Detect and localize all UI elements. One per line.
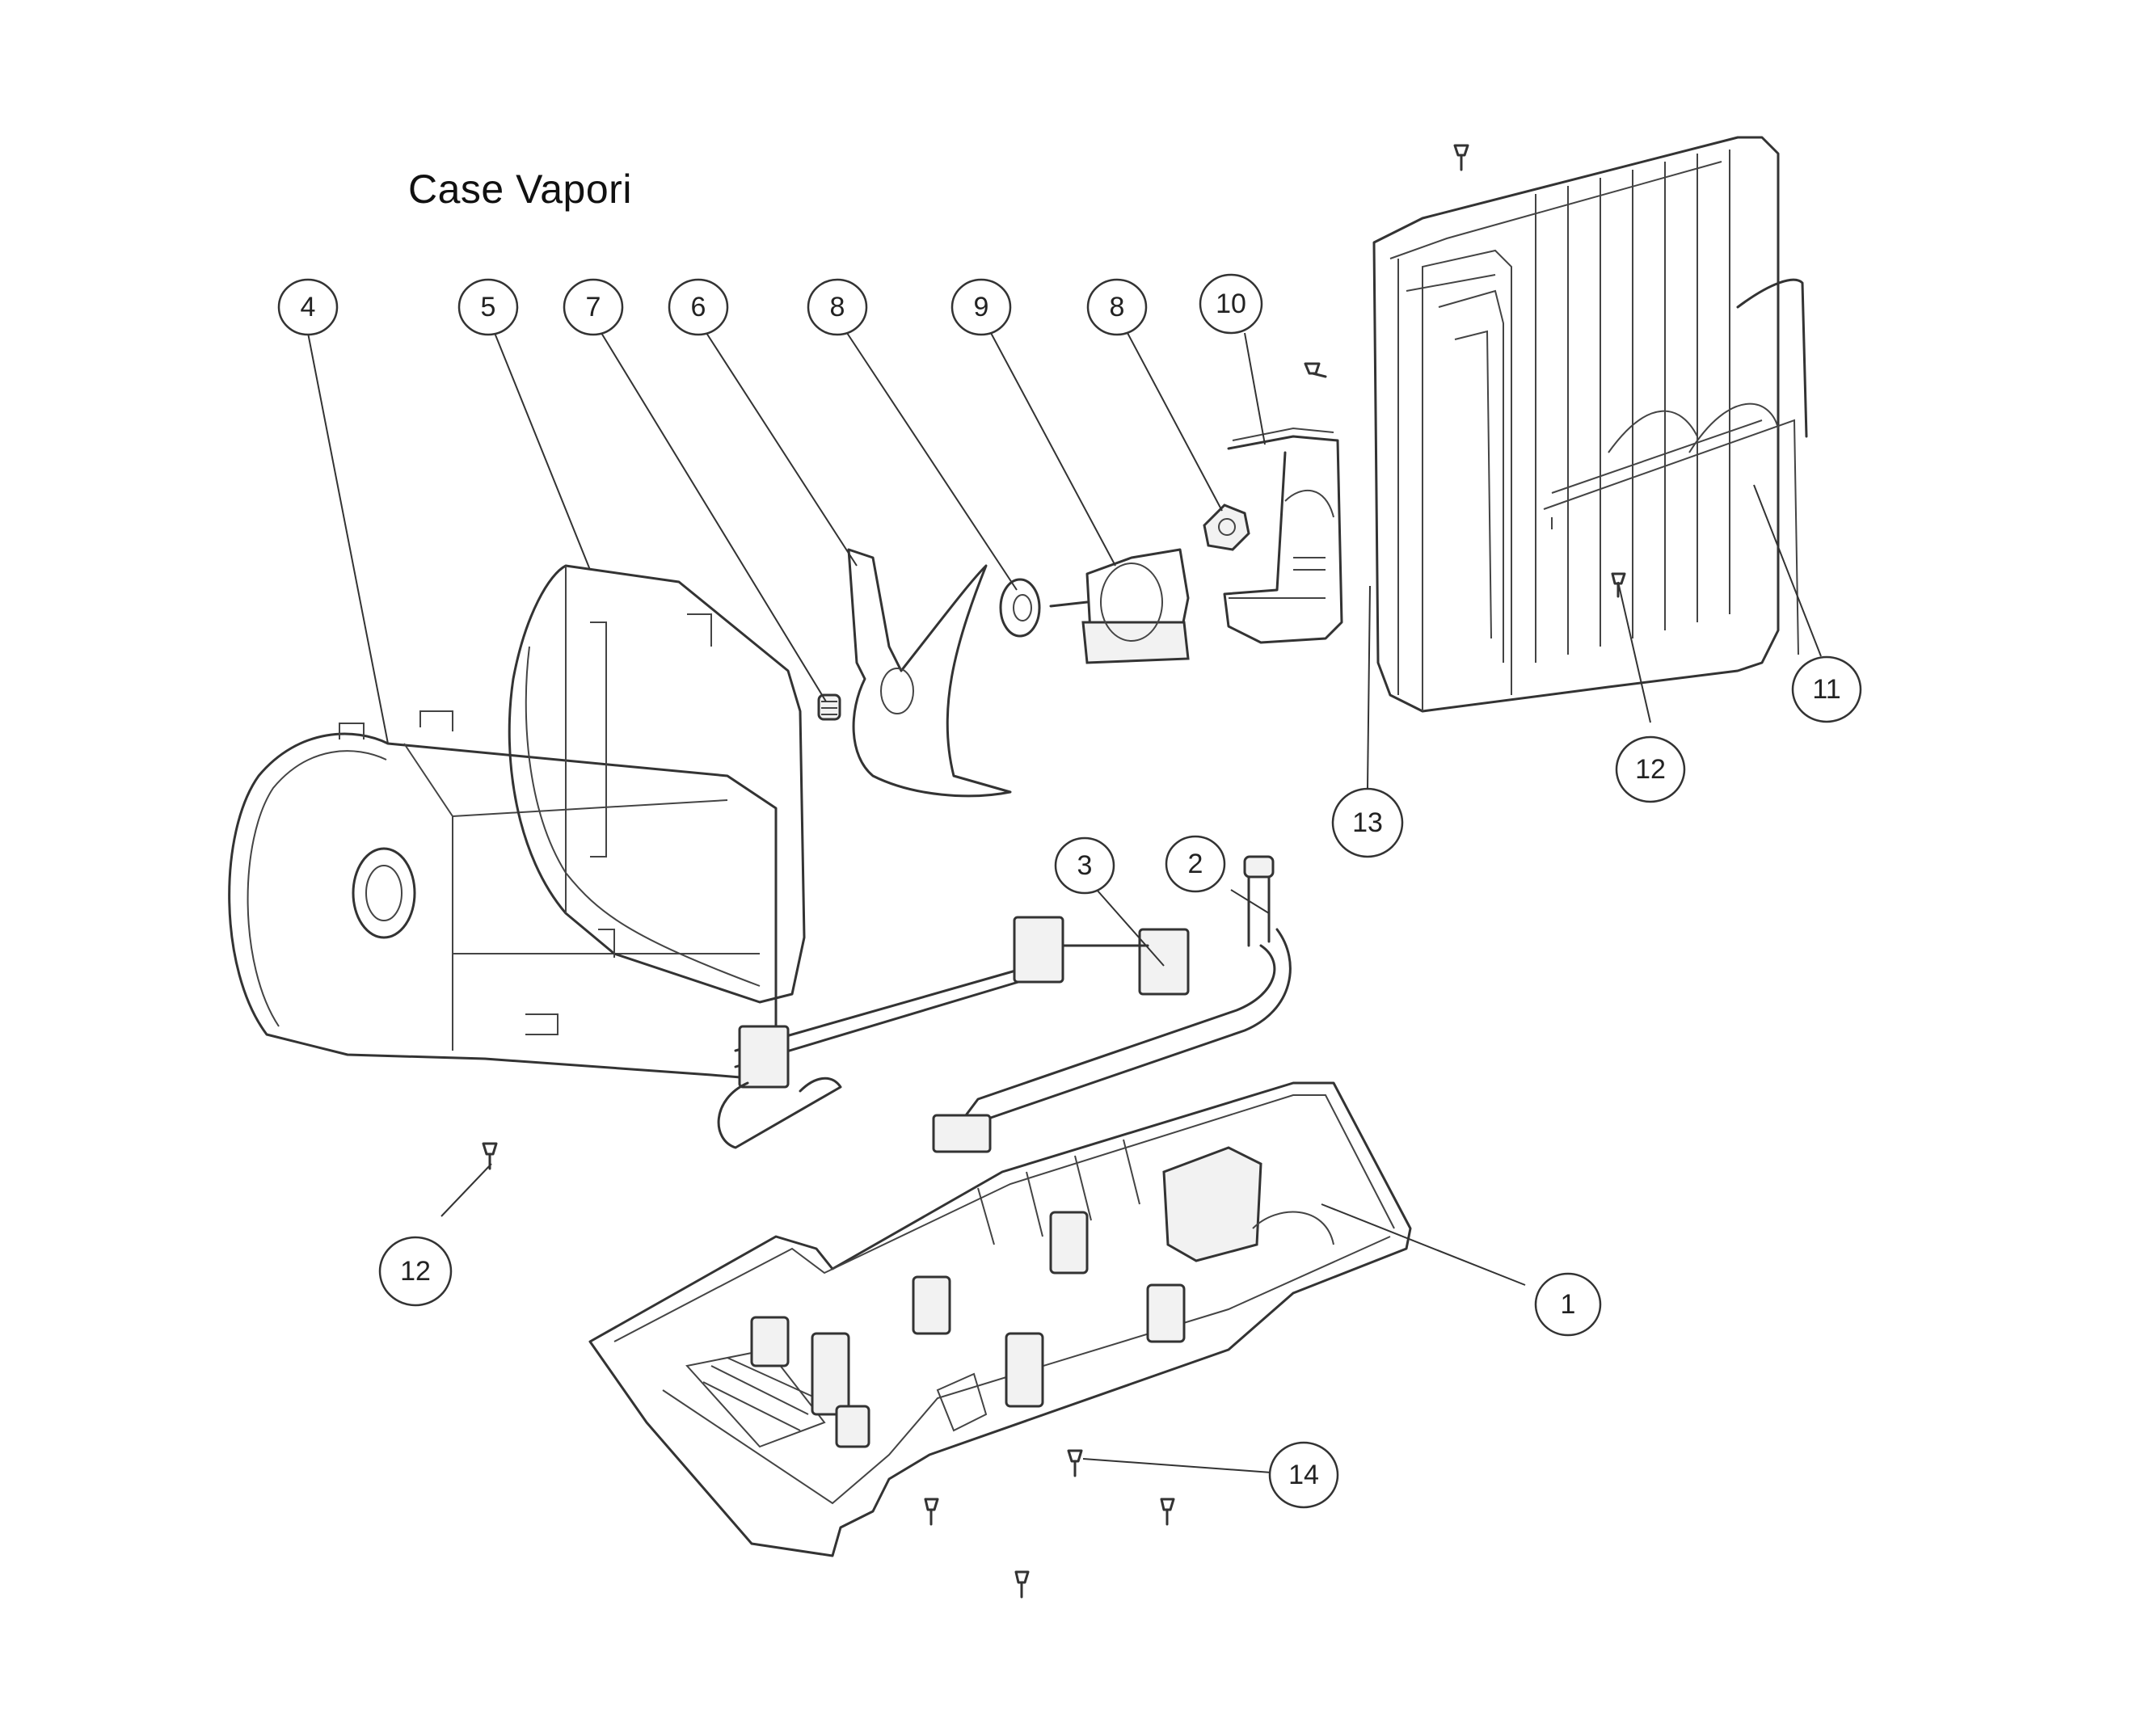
- part-motor: [1049, 548, 1190, 664]
- part-base-tray: [588, 1081, 1412, 1557]
- screw-base-2: [924, 1498, 939, 1526]
- callout-4-label: 4: [301, 292, 316, 322]
- callout-5-label: 5: [481, 292, 496, 322]
- callout-12-shroud-label: 12: [400, 1256, 431, 1287]
- callout-13-label: 13: [1352, 807, 1383, 838]
- callout-3: 3: [1054, 836, 1115, 895]
- callout-7: 7: [563, 278, 624, 336]
- part-front-shroud: [228, 710, 778, 1081]
- callout-11: 11: [1791, 655, 1862, 723]
- callout-2-label: 2: [1188, 849, 1203, 879]
- callout-12-coil: 12: [1615, 735, 1686, 803]
- callout-4: 4: [277, 278, 339, 336]
- diagram-title: Case Vapori: [408, 166, 632, 212]
- part-spring-nut: [817, 693, 841, 721]
- callout-6-label: 6: [691, 292, 706, 322]
- part-drain-hose-assembly: [717, 855, 1292, 1153]
- callout-2: 2: [1165, 835, 1226, 893]
- callout-1-label: 1: [1561, 1289, 1576, 1320]
- callout-8-right-label: 8: [1110, 292, 1125, 322]
- callout-3-label: 3: [1077, 850, 1093, 881]
- part-fan-blade: [847, 548, 1012, 798]
- screw-coil-left: [1304, 362, 1327, 378]
- callout-12-coil-label: 12: [1635, 754, 1666, 785]
- leader-lines: [307, 332, 1822, 1473]
- callout-7-label: 7: [586, 292, 601, 322]
- callout-10: 10: [1199, 273, 1263, 335]
- screw-base-4: [1014, 1570, 1030, 1599]
- callout-6: 6: [668, 278, 729, 336]
- part-washer-left: [999, 578, 1041, 638]
- callout-8-right: 8: [1086, 278, 1148, 336]
- screw-top: [1453, 144, 1469, 171]
- callout-5: 5: [457, 278, 519, 336]
- callout-10-label: 10: [1216, 289, 1246, 319]
- callout-11-label: 11: [1812, 674, 1840, 705]
- callout-9: 9: [950, 278, 1012, 336]
- part-washer-right: [1203, 504, 1250, 551]
- screw-coil-right: [1611, 572, 1626, 598]
- callout-12-shroud: 12: [378, 1236, 453, 1307]
- part-fan-housing: [508, 564, 806, 1004]
- callout-14: 14: [1268, 1441, 1339, 1509]
- callout-9-label: 9: [974, 292, 989, 322]
- part-evaporator-coil: [1372, 136, 1808, 713]
- part-motor-bracket: [1223, 427, 1343, 644]
- screw-base-1: [1067, 1449, 1083, 1477]
- screw-hardware: [482, 144, 1626, 1599]
- callout-1: 1: [1534, 1272, 1602, 1337]
- callout-8-left-label: 8: [830, 292, 845, 322]
- screw-base-3: [1160, 1498, 1175, 1526]
- callout-8-left: 8: [807, 278, 868, 336]
- callout-14-label: 14: [1288, 1460, 1319, 1490]
- callout-13: 13: [1331, 787, 1404, 858]
